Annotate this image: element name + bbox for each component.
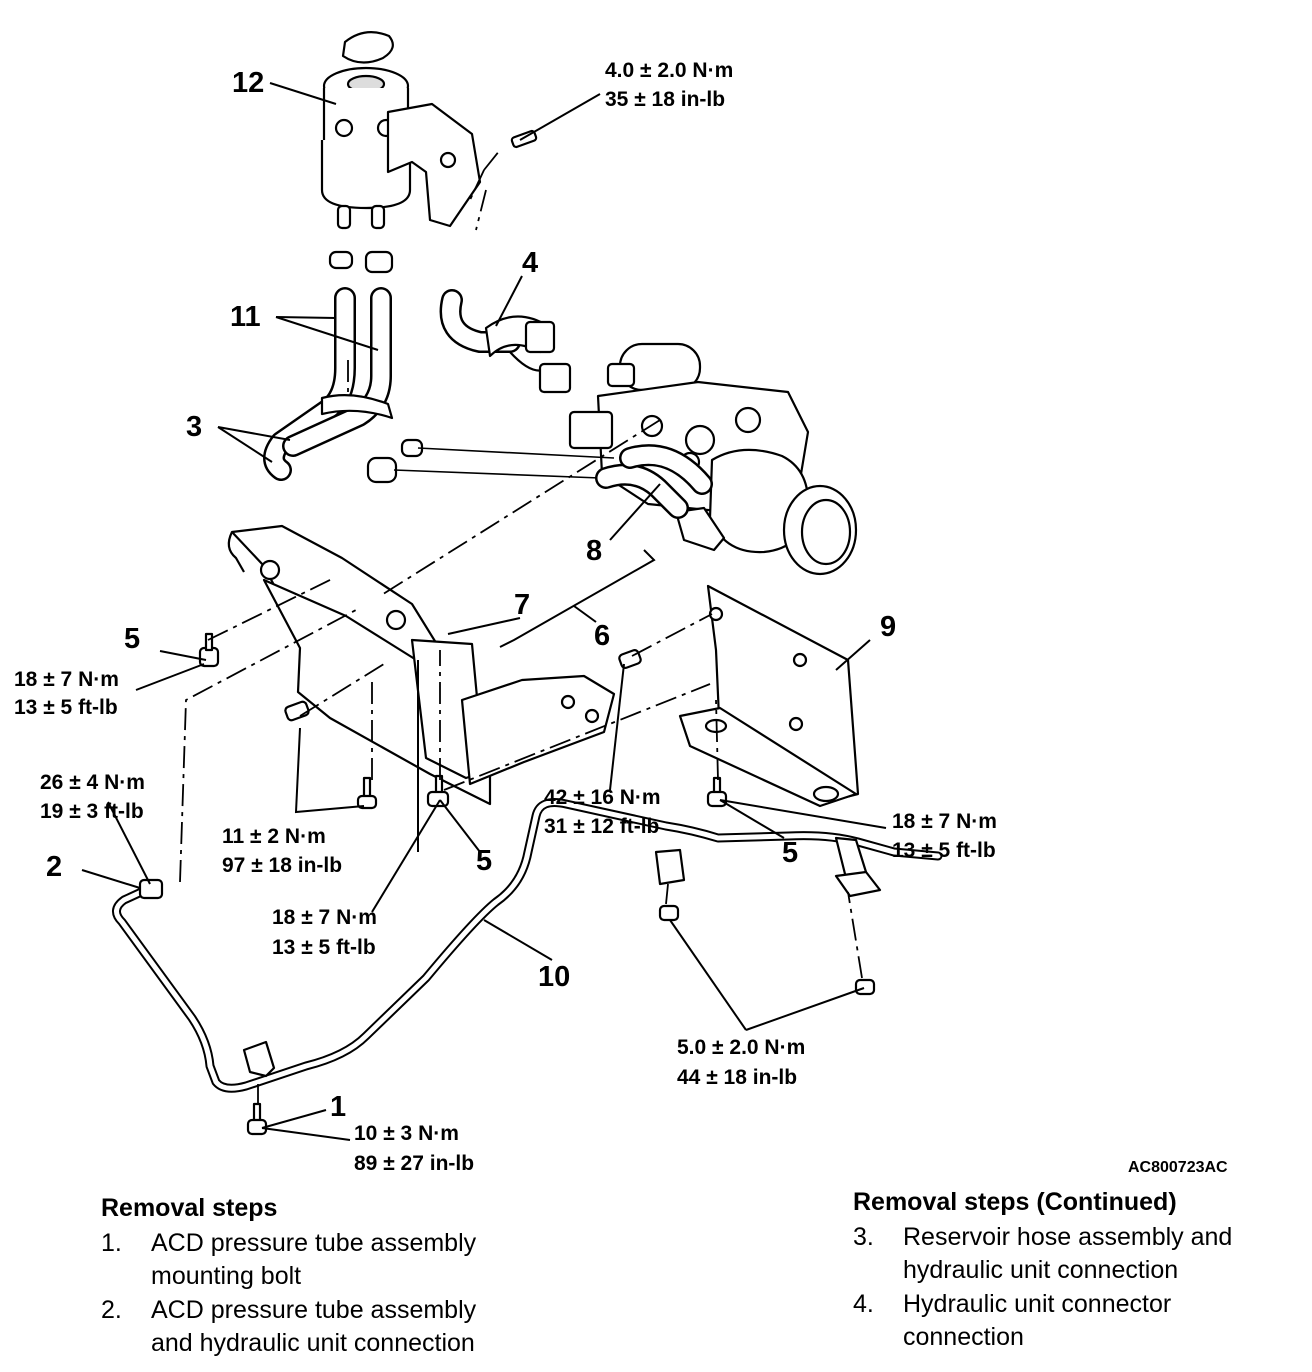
torque-reservoir-line1: 4.0 ± 2.0 N·m xyxy=(605,59,733,82)
callout-7: 7 xyxy=(514,589,530,621)
callout-5-right: 5 xyxy=(782,837,798,869)
callout-9: 9 xyxy=(880,611,896,643)
torque-clamp-bolts-line2: 44 ± 18 in-lb xyxy=(677,1066,797,1089)
hose-clamps-lower xyxy=(366,438,424,484)
step-number: 4. xyxy=(853,1290,874,1318)
step-text-line: Hydraulic unit connector xyxy=(903,1290,1172,1318)
callout-12: 12 xyxy=(232,67,264,99)
removal-steps-continued-heading: Removal steps (Continued) xyxy=(853,1188,1177,1216)
removal-step-1: 1. ACD pressure tube assembly mounting b… xyxy=(101,1227,561,1293)
torque-reservoir-line2: 35 ± 18 in-lb xyxy=(605,88,725,111)
torque-bracket-bolt-line1: 11 ± 2 N·m xyxy=(222,825,326,848)
torque-right-bolt-line1: 18 ± 7 N·m xyxy=(892,810,997,833)
hydraulic-unit-cover-bracket xyxy=(678,584,860,808)
callout-2: 2 xyxy=(46,851,62,883)
alignment-lines xyxy=(179,149,863,1104)
step-text-line: Reservoir hose assembly and xyxy=(903,1223,1233,1251)
reservoir-hose-assembly xyxy=(263,287,394,481)
step-text-line: mounting bolt xyxy=(151,1262,302,1290)
callout-11: 11 xyxy=(230,301,261,333)
step-number: 3. xyxy=(853,1223,874,1251)
torque-lower-bolt-line2: 13 ± 5 ft-lb xyxy=(272,936,376,959)
callout-10: 10 xyxy=(538,961,570,993)
removal-steps: Removal steps 1. ACD pressure tube assem… xyxy=(101,1192,561,1361)
torque-center-nut-line1: 42 ± 16 N·m xyxy=(544,786,661,809)
torque-right-bolt-line2: 13 ± 5 ft-lb xyxy=(892,839,996,862)
callout-5-center: 5 xyxy=(476,845,492,877)
callout-4: 4 xyxy=(522,247,538,279)
callout-numbers: 12 4 11 3 8 7 6 9 5 5 5 2 10 1 xyxy=(46,67,896,1123)
torque-tube-nut-line2: 19 ± 3 ft-lb xyxy=(40,800,144,823)
torque-lower-bolt-line1: 18 ± 7 N·m xyxy=(272,906,377,929)
torque-clamp-bolts-line1: 5.0 ± 2.0 N·m xyxy=(677,1036,805,1059)
hydraulic-unit-connector xyxy=(439,289,572,394)
step-number: 1. xyxy=(101,1229,122,1257)
removal-steps-continued: Removal steps (Continued) 3. Reservoir h… xyxy=(853,1186,1293,1355)
hose-clamps-upper xyxy=(328,250,394,274)
callout-1: 1 xyxy=(330,1091,346,1123)
callout-6: 6 xyxy=(594,620,610,652)
reservoir-assembly xyxy=(320,31,482,230)
torque-tube-nut-line1: 26 ± 4 N·m xyxy=(40,771,145,794)
torque-center-nut-line2: 31 ± 12 ft-lb xyxy=(544,815,659,838)
step-number: 2. xyxy=(101,1296,122,1324)
callout-5-left: 5 xyxy=(124,623,140,655)
removal-step-3: 3. Reservoir hose assembly and hydraulic… xyxy=(853,1221,1293,1287)
removal-steps-heading: Removal steps xyxy=(101,1194,278,1222)
torque-specs: 4.0 ± 2.0 N·m 35 ± 18 in-lb 18 ± 7 N·m 1… xyxy=(14,59,997,1175)
leader-lines xyxy=(81,82,887,1141)
figure-code: AC800723AC xyxy=(1128,1159,1228,1176)
torque-mount-bolt-line1: 10 ± 3 N·m xyxy=(354,1122,459,1145)
hydraulic-unit xyxy=(568,342,858,576)
exploded-view-diagram: 12 4 11 3 8 7 6 9 5 5 5 2 10 1 4.0 ± 2.0… xyxy=(14,31,1228,1176)
removal-step-4: 4. Hydraulic unit connector connection xyxy=(853,1288,1293,1354)
step-text-line: and hydraulic unit connection xyxy=(151,1329,475,1357)
hydraulic-unit-bracket xyxy=(227,524,616,806)
callout-3: 3 xyxy=(186,411,202,443)
step-text-line: hydraulic unit connection xyxy=(903,1256,1179,1284)
step-text-line: ACD pressure tube assembly xyxy=(151,1296,477,1324)
torque-mount-bolt-line2: 89 ± 27 in-lb xyxy=(354,1152,474,1175)
torque-left-bolt-line1: 18 ± 7 N·m xyxy=(14,668,119,691)
step-text-line: connection xyxy=(903,1323,1024,1351)
step-text-line: ACD pressure tube assembly xyxy=(151,1229,477,1257)
removal-step-2: 2. ACD pressure tube assembly and hydrau… xyxy=(101,1294,561,1360)
torque-bracket-bolt-line2: 97 ± 18 in-lb xyxy=(222,854,342,877)
torque-left-bolt-line2: 13 ± 5 ft-lb xyxy=(14,696,118,719)
callout-8: 8 xyxy=(586,535,602,567)
acd-pressure-tube xyxy=(112,798,943,1093)
